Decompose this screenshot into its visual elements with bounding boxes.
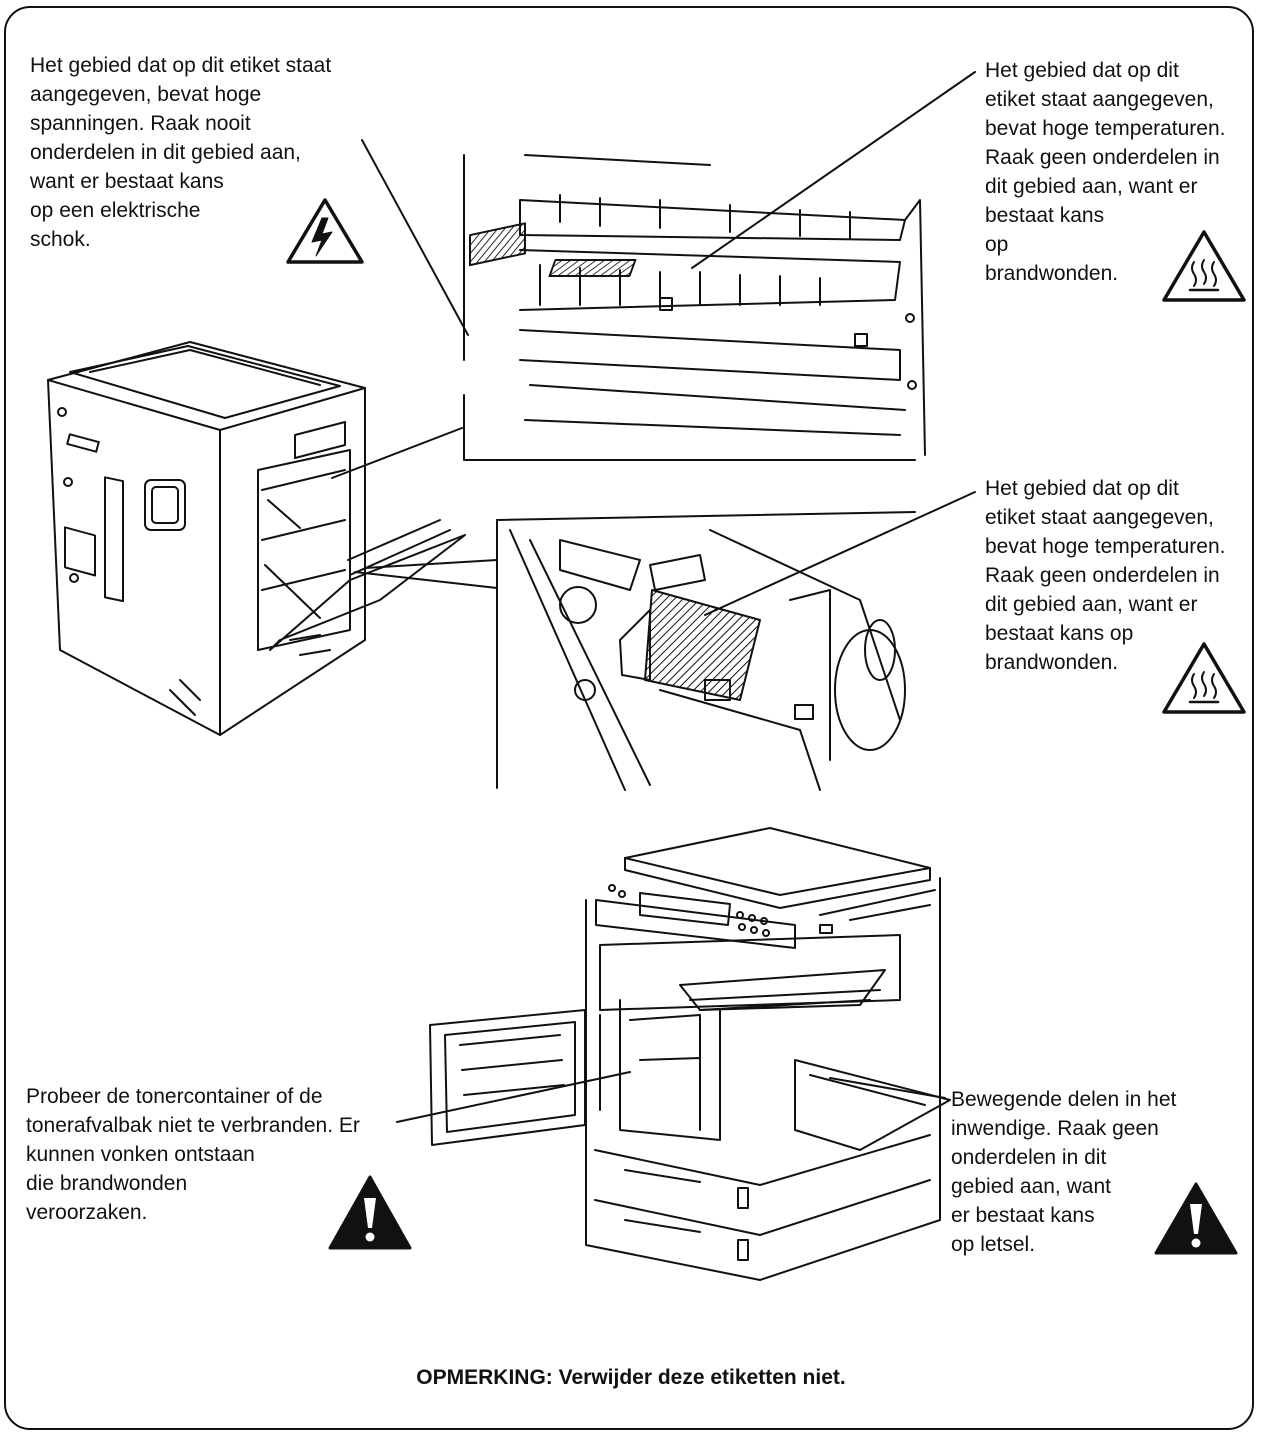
transfer-detail-inset [496, 491, 976, 791]
label-line: op [985, 233, 1009, 256]
label-line: etiket staat aangegeven, [985, 88, 1214, 111]
label-line: veroorzaken. [26, 1201, 148, 1224]
label-line: brandwonden. [985, 262, 1119, 285]
label-line: Het gebied dat op dit etiket staat [30, 54, 332, 77]
label-line: Het gebied dat op dit [985, 59, 1179, 82]
label-line: want er bestaat kans [30, 170, 224, 193]
electric-shock-warning-icon [286, 198, 364, 264]
hot-surface-warning-icon [1162, 230, 1246, 302]
high-temperature-label-1: Het gebied dat op dit etiket staat aange… [985, 56, 1226, 288]
printer-front-view [396, 827, 951, 1281]
label-line: Bewegende delen in het [951, 1088, 1177, 1111]
fuser-detail-inset [361, 71, 976, 461]
toner-warning-label: Probeer de tonercontainer of de tonerafv… [26, 1082, 360, 1227]
general-warning-icon [328, 1175, 412, 1250]
label-line: Het gebied dat op dit [985, 477, 1179, 500]
hot-surface-warning-icon [1162, 642, 1246, 714]
label-line: aangegeven, bevat hoge [30, 83, 262, 106]
label-line: dit gebied aan, want er [985, 593, 1198, 616]
label-line: tonerafvalbak niet te verbranden. Er [26, 1114, 360, 1137]
general-warning-icon [1154, 1182, 1238, 1255]
label-line: Raak geen onderdelen in [985, 564, 1220, 587]
label-line: etiket staat aangegeven, [985, 506, 1214, 529]
page-frame [4, 6, 1254, 1430]
label-line: Raak geen onderdelen in [985, 146, 1220, 169]
label-line: onderdelen in dit gebied aan, [30, 141, 301, 164]
high-temperature-label-2: Het gebied dat op dit etiket staat aange… [985, 474, 1226, 677]
label-line: bestaat kans op [985, 622, 1134, 645]
label-line: er bestaat kans [951, 1204, 1095, 1227]
label-line: die brandwonden [26, 1172, 188, 1195]
label-line: spanningen. Raak nooit [30, 112, 251, 135]
high-voltage-label: Het gebied dat op dit etiket staat aange… [30, 51, 331, 254]
label-line: op letsel. [951, 1233, 1036, 1256]
printer-side-view [47, 341, 498, 736]
moving-parts-label: Bewegende delen in het inwendige. Raak g… [951, 1085, 1176, 1259]
label-line: kunnen vonken ontstaan [26, 1143, 255, 1166]
label-line: Probeer de tonercontainer of de [26, 1085, 323, 1108]
label-line: bevat hoge temperaturen. [985, 535, 1226, 558]
note-text: OPMERKING: Verwijder deze etiketten niet… [416, 1366, 846, 1389]
label-line: bevat hoge temperaturen. [985, 117, 1226, 140]
label-line: schok. [30, 228, 91, 251]
label-line: onderdelen in dit [951, 1146, 1107, 1169]
label-line: gebied aan, want [951, 1175, 1111, 1198]
label-line: bestaat kans [985, 204, 1105, 227]
label-line: brandwonden. [985, 651, 1119, 674]
label-line: dit gebied aan, want er [985, 175, 1198, 198]
label-line: op een elektrische [30, 199, 201, 222]
label-line: inwendige. Raak geen [951, 1117, 1159, 1140]
